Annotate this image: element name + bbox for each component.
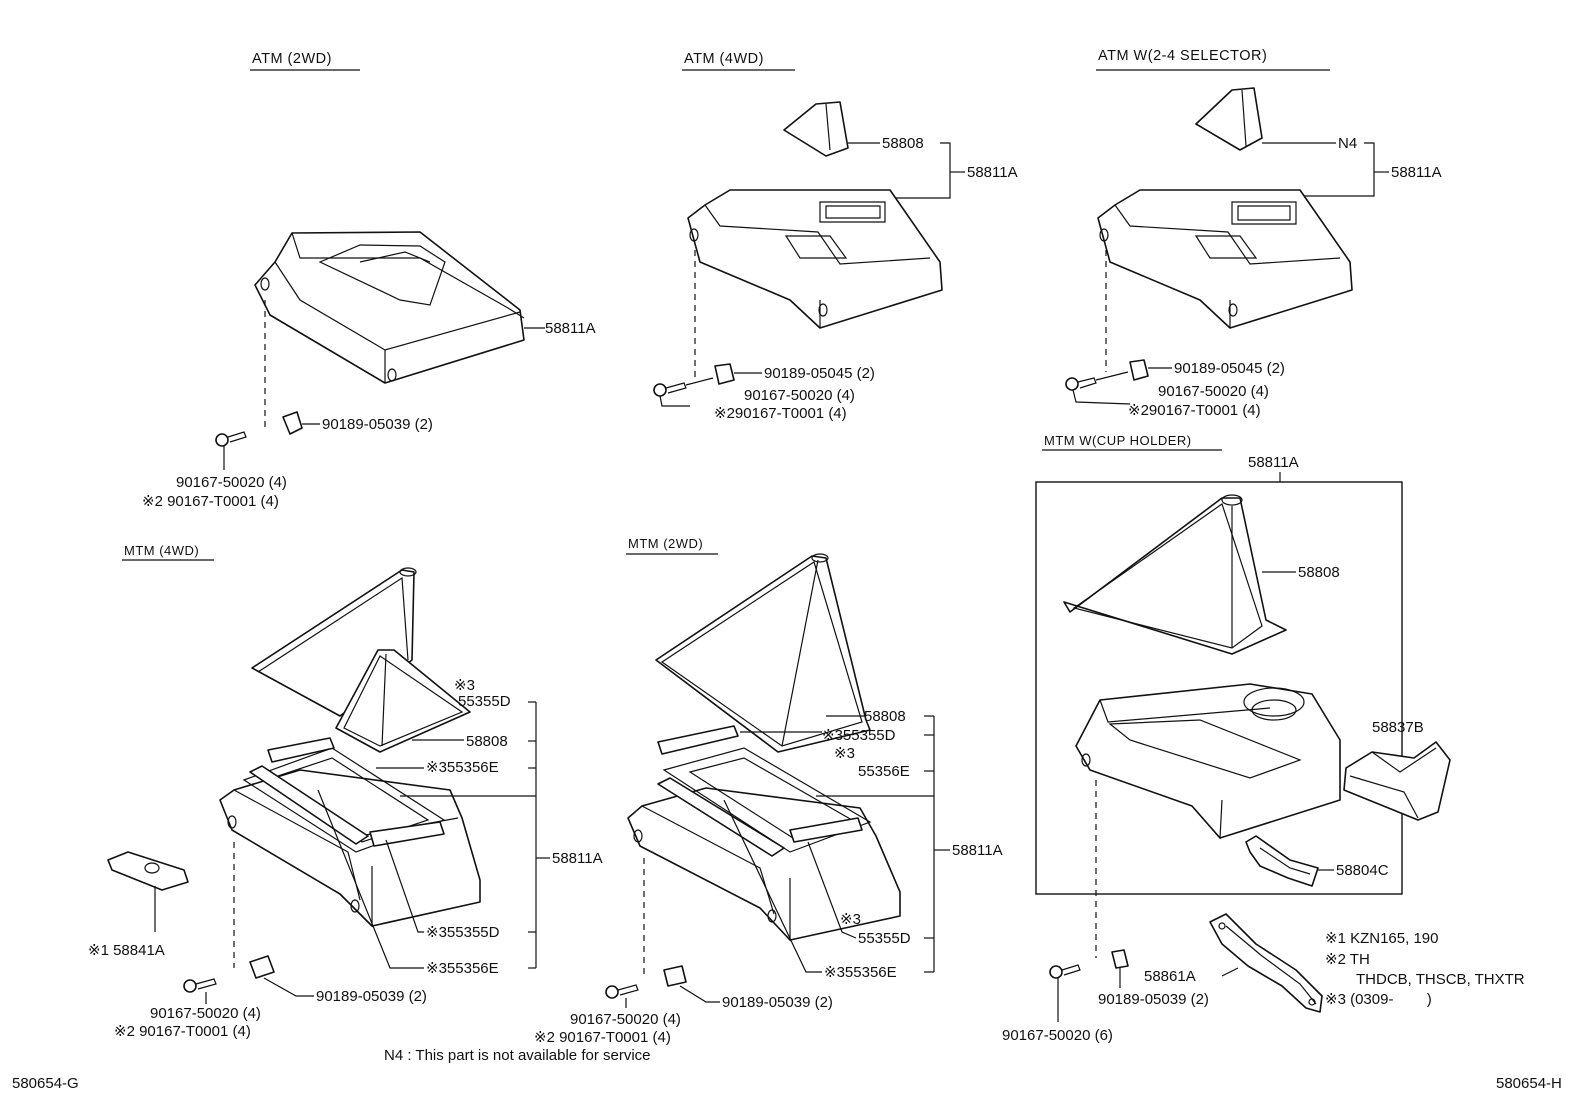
label-mtm4wd-boot: 58808 <box>466 733 508 750</box>
mtm-4wd-trim-strip-bot <box>369 821 445 847</box>
atm-selector-console-cover <box>1097 189 1353 329</box>
svg-text:MTM (4WD): MTM (4WD) <box>124 543 199 558</box>
label-atmsel-screw1: 90167-50020 (4) <box>1158 383 1269 400</box>
cup-clip <box>1111 949 1129 988</box>
label-mtm4wd-screw1: 90167-50020 (4) <box>150 1005 261 1022</box>
label-atm4wd-screw2: ※290167-T0001 (4) <box>714 405 847 422</box>
label-atmsel-cover: 58811A <box>1391 164 1442 181</box>
atm-2wd-clip <box>282 411 320 435</box>
section-title-mtm-2wd: MTM (2WD) <box>626 536 718 555</box>
label-mtm4wd-screw2: ※2 90167-T0001 (4) <box>114 1023 251 1040</box>
note-2: ※2 TH <box>1325 951 1370 968</box>
cup-shift-boot <box>1063 494 1287 655</box>
svg-text:ATM W(2-4 SELECTOR): ATM W(2-4 SELECTOR) <box>1098 48 1267 64</box>
mtm-2wd-shift-boot <box>655 553 871 753</box>
label-mtm2wd-screw2: ※2 90167-T0001 (4) <box>534 1029 671 1046</box>
label-mtm2wd-note3a: ※3 <box>834 745 855 762</box>
label-mtm2wd-55356e-bot: ※355356E <box>824 964 897 981</box>
footer-note-n4: N4 : This part is not available for serv… <box>384 1047 651 1064</box>
label-cup-cover: 58811A <box>1248 454 1299 471</box>
label-mtm4wd-plate: ※1 58841A <box>88 942 165 959</box>
footer-code-left: 580654-G <box>12 1075 79 1092</box>
label-mtm2wd-cover: 58811A <box>952 842 1003 859</box>
label-cup-holder: 58837B <box>1372 719 1424 736</box>
label-cup-bracket: 58804C <box>1336 862 1389 879</box>
label-atm4wd-cover: 58811A <box>967 164 1018 181</box>
label-cup-brace: 58861A <box>1144 968 1196 985</box>
label-cup-boot: 58808 <box>1298 564 1340 581</box>
atm-4wd-clip <box>714 363 762 385</box>
atm-4wd-shift-boot <box>783 101 849 157</box>
mtm-4wd-clip <box>249 955 314 997</box>
svg-text:ATM (4WD): ATM (4WD) <box>684 51 764 67</box>
label-atmsel-screw2: ※290167-T0001 (4) <box>1128 402 1261 419</box>
label-atmsel-clip: 90189-05045 (2) <box>1174 360 1285 377</box>
label-mtm2wd-55355d-bot: 55355D <box>858 930 911 947</box>
label-mtm2wd-55355d-top: ※355355D <box>822 727 896 744</box>
cup-brace <box>1209 913 1323 1013</box>
label-mtm2wd-boot: 58808 <box>864 708 906 725</box>
mtm-4wd-trim-strip-mid <box>249 765 369 845</box>
mtm-2wd-trim-strip-bot <box>789 817 863 843</box>
atm-4wd-console-cover <box>687 189 943 329</box>
label-mtm4wd-clip: 90189-05039 (2) <box>316 988 427 1005</box>
note-3: ※3 (0309- ) <box>1325 991 1432 1008</box>
note-2-models: THDCB, THSCB, THXTR <box>1356 971 1525 988</box>
label-cup-screw: 90167-50020 (6) <box>1002 1027 1113 1044</box>
label-mtm2wd-clip: 90189-05039 (2) <box>722 994 833 1011</box>
mtm-4wd-screw <box>183 978 217 1004</box>
svg-text:MTM (2WD): MTM (2WD) <box>628 536 703 551</box>
label-atm4wd-clip: 90189-05045 (2) <box>764 365 875 382</box>
label-mtm4wd-55356e-bot: ※355356E <box>426 960 499 977</box>
atm-2wd-console-cover <box>254 231 525 384</box>
atm-4wd-screw <box>653 377 714 407</box>
atm-2wd-screw <box>215 431 247 470</box>
label-atmsel-boot: N4 <box>1338 135 1357 152</box>
cup-bracket <box>1245 835 1319 887</box>
section-title-mtm-cup-holder: MTM W(CUP HOLDER) <box>1042 433 1222 451</box>
mtm-2wd-trim-strip-top <box>657 725 739 755</box>
section-title-atm-selector: ATM W(2-4 SELECTOR) <box>1096 48 1330 71</box>
label-mtm2wd-screw1: 90167-50020 (4) <box>570 1011 681 1028</box>
label-mtm4wd-55355d-bot: ※355355D <box>426 924 500 941</box>
mtm-4wd-trim-strip-top <box>267 737 335 763</box>
cup-screw <box>1049 964 1081 1022</box>
section-title-atm-4wd: ATM (4WD) <box>682 51 795 71</box>
label-mtm4wd-cover: 58811A <box>552 850 603 867</box>
atm-selector-screw <box>1065 371 1131 405</box>
mtm-2wd-clip <box>663 965 720 1003</box>
label-atm4wd-screw1: 90167-50020 (4) <box>744 387 855 404</box>
label-atm2wd-screw1: 90167-50020 (4) <box>176 474 287 491</box>
atm-selector-clip <box>1129 359 1172 381</box>
mtm-4wd-plate <box>107 851 189 932</box>
cup-console-body <box>1075 683 1341 840</box>
label-mtm4wd-55355d: 55355D <box>458 693 511 710</box>
mtm-2wd-screw <box>605 984 639 1008</box>
label-mtm4wd-note3: ※3 <box>454 677 475 694</box>
note-1: ※1 KZN165, 190 <box>1325 930 1438 947</box>
cup-holder-insert <box>1343 741 1451 821</box>
label-mtm2wd-note3b: ※3 <box>840 911 861 928</box>
mtm-4wd-inner-boot <box>335 649 471 753</box>
label-cup-clip: 90189-05039 (2) <box>1098 991 1209 1008</box>
cup-holder-group-frame <box>1035 481 1403 895</box>
label-atm2wd-screw2: ※2 90167-T0001 (4) <box>142 493 279 510</box>
label-mtm4wd-55356e-top: ※355356E <box>426 759 499 776</box>
atm-selector-shift-boot <box>1195 87 1263 151</box>
mtm-2wd-trim-strip-mid <box>657 777 785 857</box>
label-atm4wd-boot: 58808 <box>882 135 924 152</box>
section-title-atm-2wd: ATM (2WD) <box>250 51 360 71</box>
label-atm2wd-cover: 58811A <box>545 320 596 337</box>
label-mtm2wd-55356e-top: 55356E <box>858 763 910 780</box>
svg-text:MTM W(CUP HOLDER): MTM W(CUP HOLDER) <box>1044 433 1192 448</box>
section-title-mtm-4wd: MTM (4WD) <box>122 543 214 561</box>
footer-code-right: 580654-H <box>1496 1075 1562 1092</box>
svg-text:ATM (2WD): ATM (2WD) <box>252 51 332 67</box>
label-atm2wd-clip: 90189-05039 (2) <box>322 416 433 433</box>
